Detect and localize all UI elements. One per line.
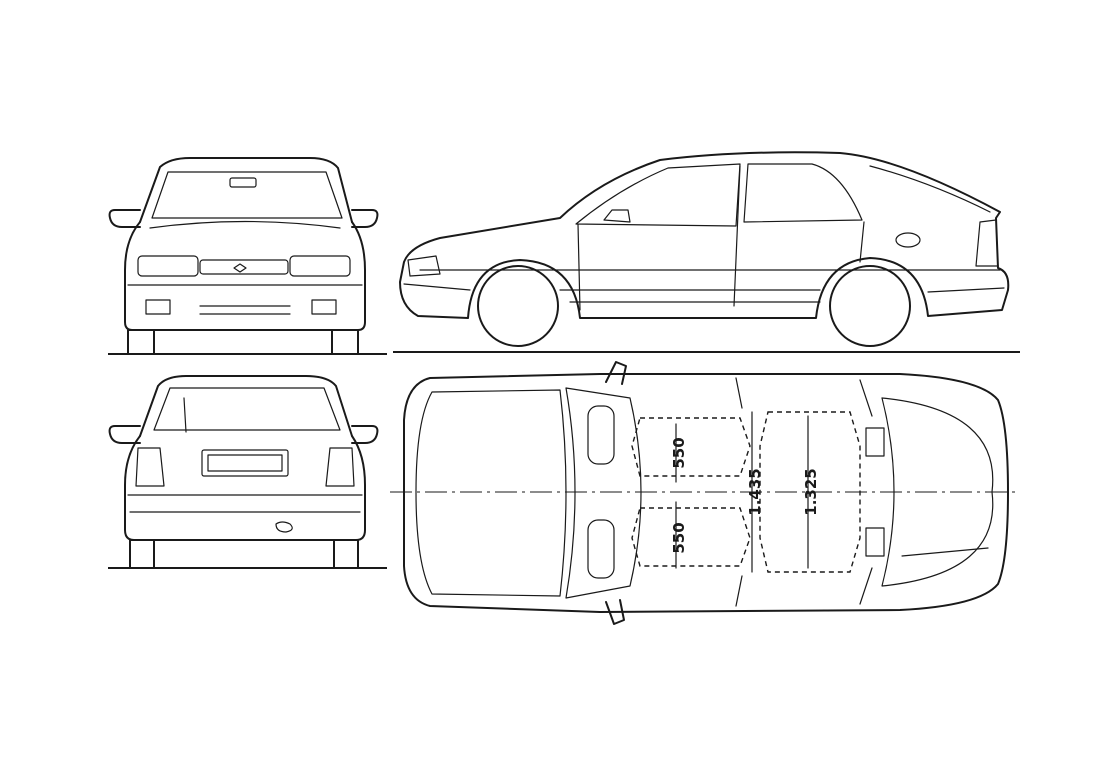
top-right-mirror [605,599,625,625]
side-rear-window [743,163,863,223]
front-right-tyre [331,329,359,355]
dim-front-interior-width: 1.435 [746,468,764,515]
front-left-foglight [145,299,171,315]
top-rear-bench [759,411,861,573]
front-windshield [151,171,343,219]
side-door-lines [577,165,865,311]
top-view: 550 550 1.435 1.325 [390,361,1020,625]
top-front-left-seat [631,417,751,477]
top-pillars [735,377,873,607]
side-fuel-cap [895,232,921,248]
rear-exhaust [275,521,293,533]
side-bumpers [403,283,1005,293]
front-grille [199,259,289,275]
side-roof-rail [869,165,991,213]
rear-antenna [183,397,187,433]
side-mirror [603,209,631,223]
top-rear-hatch [881,397,994,587]
front-right-headlight [289,255,351,277]
front-left-mirror [108,209,141,228]
rear-view [108,375,387,569]
front-air-intake [199,305,291,315]
top-windshield [565,387,642,599]
rear-license-plate [207,454,283,472]
top-right-dash [587,519,615,579]
rear-right-mirror [351,425,379,444]
rear-body [124,435,366,541]
rear-right-tyre [333,539,359,569]
rear-bumper [127,494,363,513]
rear-window [153,387,341,431]
top-rear-wheel-arches [865,427,885,557]
dim-rear-interior-width: 1.325 [802,468,820,515]
side-rub-strip [559,289,821,303]
front-view [108,157,387,355]
front-right-mirror [351,209,379,228]
front-badge [233,263,247,273]
rear-plate-recess [201,449,289,477]
side-front-wheel [477,265,559,347]
front-right-foglight [311,299,337,315]
dim-rear-seat-width: 550 [670,522,688,553]
rear-left-tyre [129,539,155,569]
side-taillight [975,219,999,267]
front-left-tyre [127,329,155,355]
rear-right-taillight [325,447,355,487]
side-body-outline [399,151,1010,319]
top-hood [415,389,567,597]
front-left-headlight [137,255,199,277]
top-antenna [901,547,989,557]
dim-front-seat-width: 550 [670,437,688,468]
side-headlight [407,255,441,277]
front-mirror [229,177,257,188]
side-rear-wheel [829,265,911,347]
side-front-window [575,163,741,227]
front-hood-line [149,220,341,229]
rear-left-mirror [108,425,141,444]
rear-roof [139,375,353,437]
top-left-mirror [605,361,627,385]
front-roof [139,157,353,223]
front-body [124,221,366,331]
top-body-outline [403,373,1009,613]
top-left-dash [587,405,615,465]
top-front-right-seat [631,507,751,567]
rear-left-taillight [135,447,165,487]
side-view [393,151,1020,353]
